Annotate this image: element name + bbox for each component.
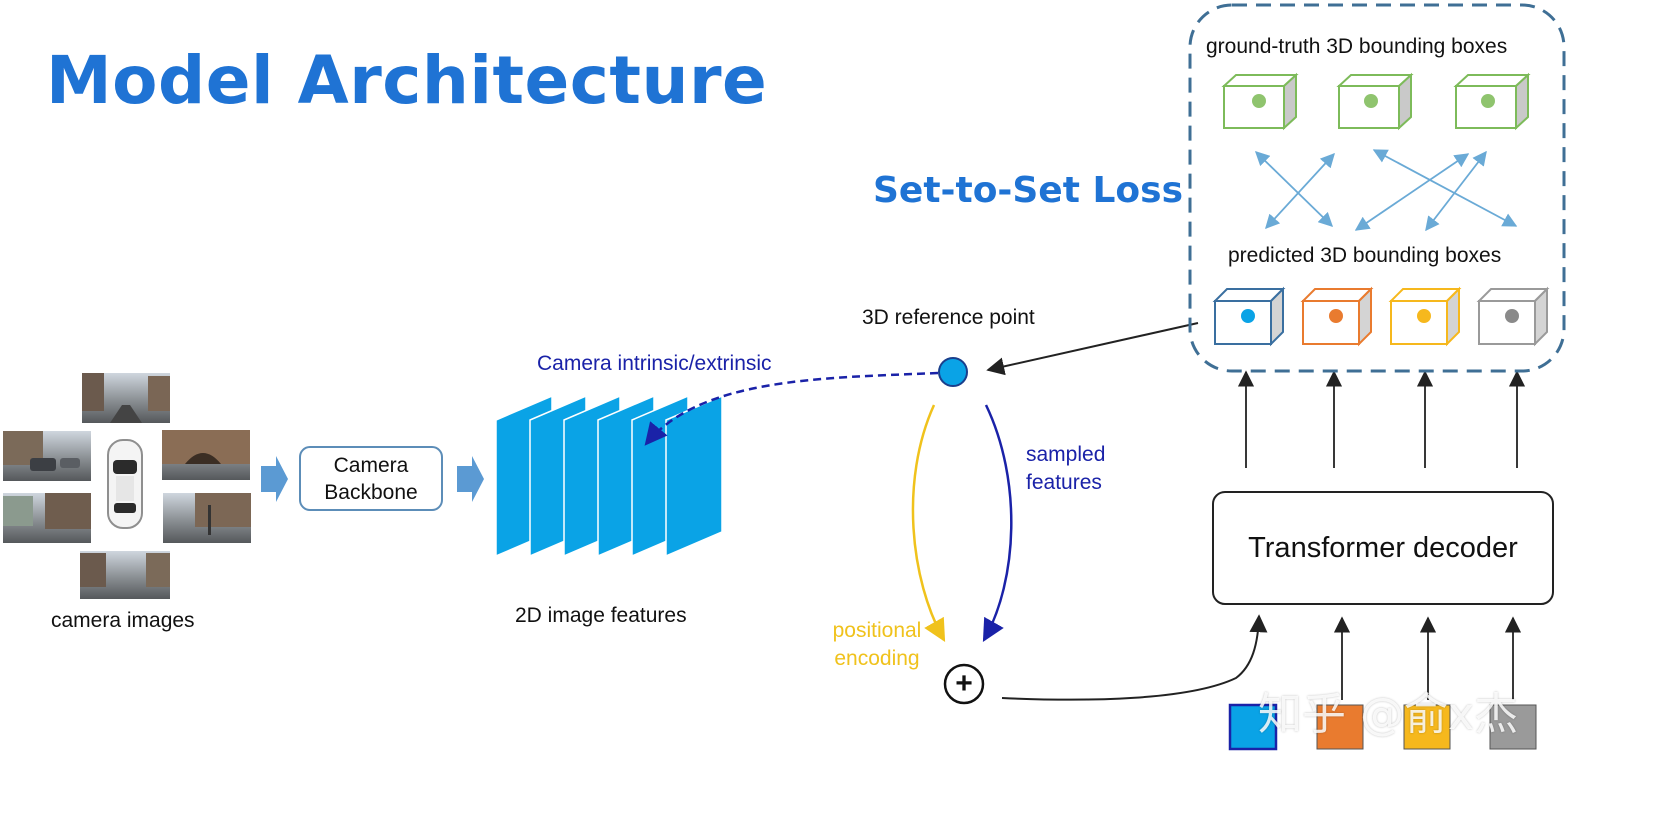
plus-circle: [943, 663, 985, 705]
camera-backbone-line-2: Backbone: [324, 480, 418, 504]
matching-arrows: [1254, 149, 1518, 232]
predicted-box-2: [1300, 286, 1374, 347]
predicted-box-3: [1388, 286, 1462, 347]
camera-view-front: [82, 373, 170, 423]
feature-maps: [495, 394, 723, 558]
camera-view-back-right: [163, 493, 251, 543]
query-box-1: [1228, 703, 1278, 751]
predicted-box-4: [1476, 286, 1550, 347]
camera-backbone-label: Camera Backbone: [300, 447, 442, 510]
camera-backbone-line-1: Camera: [333, 453, 409, 477]
page-title: Model Architecture: [46, 42, 768, 119]
camera-view-back-left: [3, 493, 91, 543]
positional-encoding-line-1: positional: [832, 619, 922, 642]
predicted-box-1: [1212, 286, 1286, 347]
ground-truth-boxes: [1221, 72, 1531, 131]
positional-encoding-line-2: encoding: [834, 647, 920, 670]
backbone-input-arrow-icon: [261, 456, 288, 502]
transformer-decoder-box: [1212, 491, 1554, 605]
reference-point-label: 3D reference point: [862, 306, 1035, 329]
image-features-label: 2D image features: [515, 604, 687, 627]
query-box-2: [1316, 704, 1364, 750]
sampled-features-label: sampled features: [1026, 441, 1105, 497]
feature-map-6: [665, 394, 723, 558]
plus-sign: +: [955, 667, 973, 700]
set-to-set-loss-title: Set-to-Set Loss: [873, 170, 1183, 211]
sampled-features-line-2: features: [1026, 471, 1102, 494]
object-queries: [1228, 703, 1537, 751]
ground-truth-box-1: [1221, 72, 1299, 131]
watermark: 知乎 @俞x杰: [1258, 689, 1519, 740]
camera-images-label: camera images: [51, 609, 195, 632]
ego-car-icon: [107, 439, 143, 529]
reference-point-dot: [938, 357, 968, 387]
reference-point-input-arrow: [986, 322, 1199, 376]
predicted-boxes: [1212, 286, 1550, 347]
predicted-label: predicted 3D bounding boxes: [1228, 244, 1502, 267]
positional-encoding-label: positional encoding: [822, 617, 932, 673]
transformer-decoder-label: Transformer decoder: [1248, 531, 1518, 564]
camera-view-front-right: [162, 430, 250, 480]
camera-view-back: [80, 551, 170, 599]
set-to-set-loss-region: [1188, 3, 1566, 373]
query-box-3: [1403, 704, 1451, 750]
camera-params-label: Camera intrinsic/extrinsic: [537, 352, 772, 375]
camera-images: [3, 373, 251, 599]
camera-view-front-left: [3, 431, 91, 481]
ground-truth-box-2: [1336, 72, 1414, 131]
query-box-4: [1489, 704, 1537, 750]
sampled-features-line-1: sampled: [1026, 443, 1106, 466]
camera-backbone-box: [299, 446, 443, 511]
camera-projection-arrow: [644, 371, 939, 446]
sampled-features-arrow: [982, 404, 1013, 642]
ground-truth-box-3: [1453, 72, 1531, 131]
ground-truth-label: ground-truth 3D bounding boxes: [1206, 35, 1508, 58]
backbone-output-arrow-icon: [457, 456, 484, 502]
plus-to-decoder-arrow: [1001, 614, 1268, 701]
positional-encoding-arrow: [911, 404, 946, 642]
